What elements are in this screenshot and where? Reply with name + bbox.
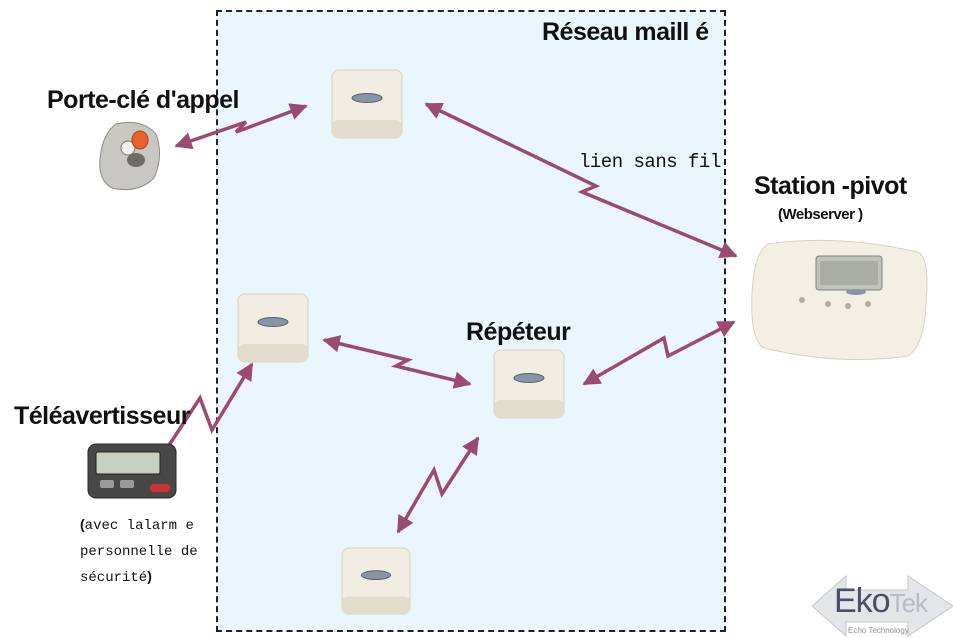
note-open-paren: (	[80, 516, 85, 532]
logo-tagline: Echo Technology	[848, 626, 909, 635]
pager-device	[87, 443, 177, 499]
pager-note: (avec lalarm e personnelle de sécurité)	[80, 512, 198, 590]
repeater-device-central	[493, 349, 565, 419]
mesh-network-title: Réseau maill é	[542, 18, 709, 46]
station-device	[751, 239, 928, 361]
repeater-label: Répéteur	[466, 318, 571, 346]
repeater-device-bottom	[341, 547, 411, 615]
ekotek-logo: EkoTek Echo Technology	[812, 572, 953, 638]
note-line-1: avec lalarm e	[84, 518, 194, 534]
logo-brand-main: Eko	[834, 582, 891, 620]
repeater-device-left	[237, 293, 309, 363]
webserver-label: (Webserver )	[778, 206, 863, 223]
pager-label: Téléavertisseur	[14, 402, 190, 430]
station-label: Station -pivot	[754, 172, 907, 200]
note-line-2: personnelle de	[80, 544, 198, 560]
wireless-link-label: lien sans fil	[579, 151, 721, 173]
logo-arrow-shape	[812, 574, 953, 638]
note-close-paren: )	[147, 568, 152, 584]
keyfob-label: Porte-clé d'appel	[47, 86, 239, 114]
logo-brand-accent: Tek	[889, 588, 928, 618]
keyfob-device	[99, 121, 160, 191]
repeater-device-top	[331, 69, 403, 139]
note-line-3: sécurité	[80, 570, 148, 586]
logo-brand: EkoTek	[834, 582, 928, 621]
